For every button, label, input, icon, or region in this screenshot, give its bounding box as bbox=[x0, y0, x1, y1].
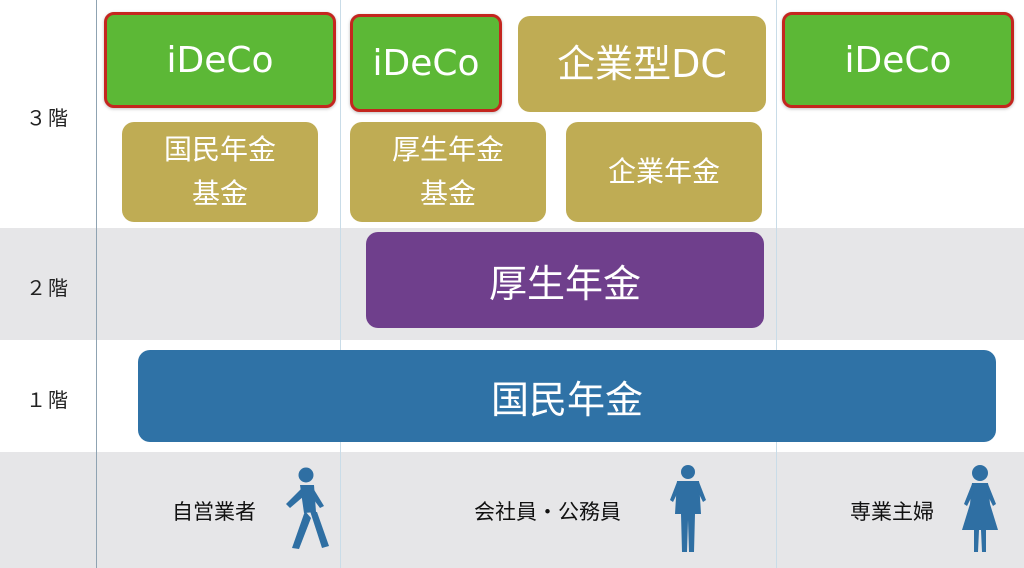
column-divider-2 bbox=[776, 0, 777, 568]
category-employee: 会社員・公務員 bbox=[474, 500, 621, 524]
national-pension-fund: 国民年金 基金 bbox=[122, 122, 318, 222]
ideco-housewife: iDeCo bbox=[782, 12, 1014, 108]
ideco-self-employed-label: iDeCo bbox=[166, 39, 274, 81]
national-pension-label: 国民年金 bbox=[490, 377, 643, 422]
welfare-pension-label: 厚生年金 bbox=[488, 261, 641, 306]
corporate-pension-label: 企業年金 bbox=[607, 155, 720, 188]
standing-man-icon bbox=[670, 465, 706, 552]
welfare-pension-fund: 厚生年金 基金 bbox=[350, 122, 546, 222]
floor-label-3: ３階 bbox=[26, 106, 70, 130]
corporate-dc: 企業型DC bbox=[518, 16, 766, 112]
national-pension: 国民年金 bbox=[138, 350, 996, 442]
corporate-pension: 企業年金 bbox=[566, 122, 762, 222]
welfare-pension-fund-line1: 厚生年金 bbox=[391, 133, 504, 166]
national-pension-fund-line1: 国民年金 bbox=[163, 133, 276, 166]
category-self-employed: 自営業者 bbox=[172, 500, 256, 524]
ideco-employee-label: iDeCo bbox=[372, 42, 480, 84]
ideco-employee: iDeCo bbox=[350, 14, 502, 112]
floor-label-1: １階 bbox=[26, 388, 70, 412]
walking-man-icon bbox=[286, 467, 329, 549]
welfare-pension-fund-line2: 基金 bbox=[419, 177, 476, 210]
label-divider bbox=[96, 0, 97, 568]
welfare-pension: 厚生年金 bbox=[366, 232, 764, 328]
column-divider-1 bbox=[340, 0, 341, 568]
national-pension-fund-line2: 基金 bbox=[191, 177, 248, 210]
ideco-housewife-label: iDeCo bbox=[844, 39, 952, 81]
category-housewife: 専業主婦 bbox=[850, 500, 934, 524]
ideco-self-employed: iDeCo bbox=[104, 12, 336, 108]
category-band bbox=[0, 452, 1024, 568]
standing-woman-icon bbox=[962, 465, 998, 552]
corporate-dc-label: 企業型DC bbox=[557, 42, 727, 86]
floor-label-2: ２階 bbox=[26, 276, 70, 300]
